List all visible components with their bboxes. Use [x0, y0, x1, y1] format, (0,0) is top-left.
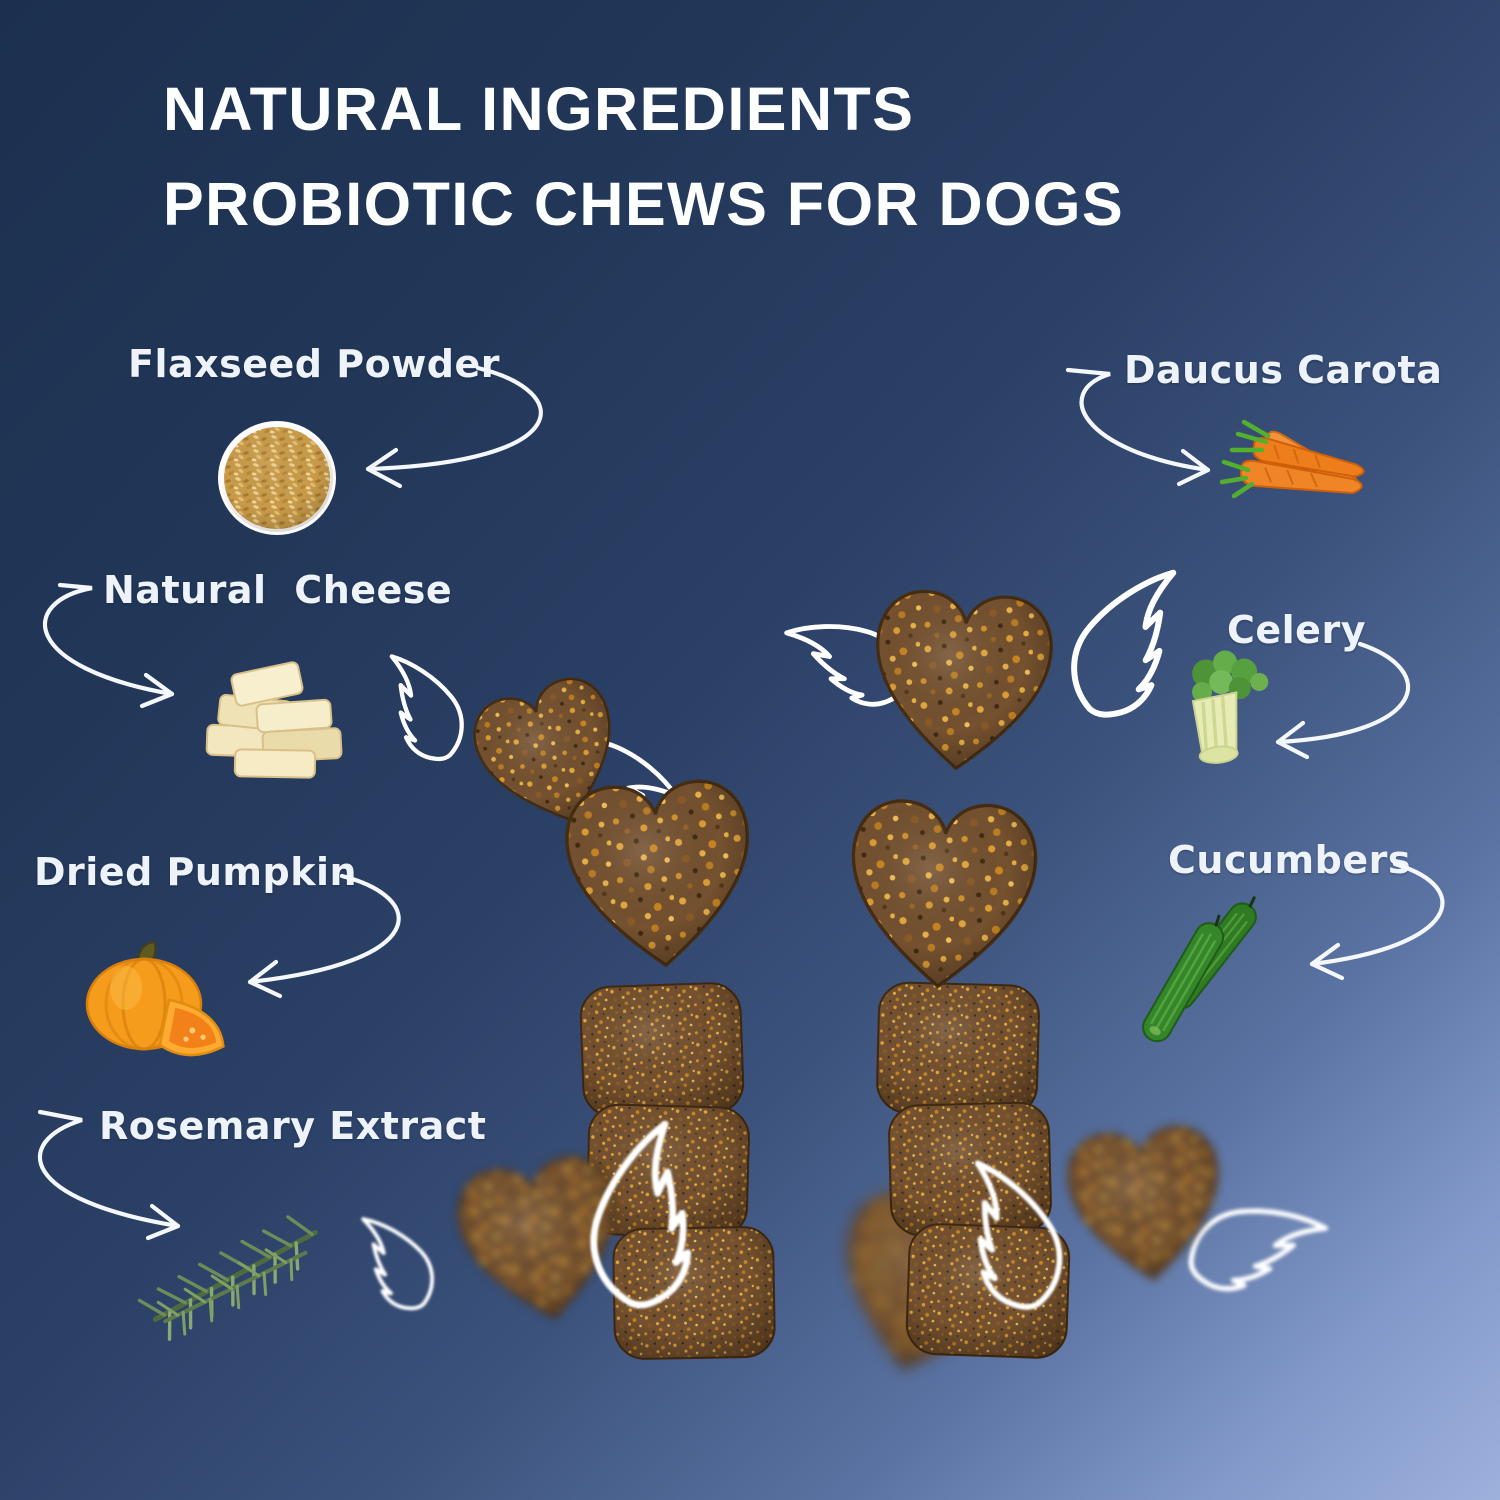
pumpkin-image	[85, 940, 225, 1057]
wing-icon	[355, 652, 480, 769]
chew-stack-left	[563, 778, 777, 1361]
arrow-celery	[1275, 641, 1411, 760]
arrow-carrot	[1065, 367, 1211, 487]
arrow-cucumber	[1309, 861, 1445, 981]
heart-chew	[847, 799, 1039, 991]
heart-chew	[869, 588, 1054, 774]
arrow-pumpkin	[247, 873, 401, 999]
arrow-flaxseed	[365, 365, 543, 489]
ingredient-label-celery: Celery	[1227, 608, 1366, 652]
ingredient-label-flaxseed: Flaxseed Powder	[128, 342, 501, 386]
arrow-rosemary	[37, 1109, 181, 1241]
ingredient-label-cheese: Natural Cheese	[103, 568, 453, 612]
wing-icon	[332, 1212, 451, 1319]
square-chew	[875, 980, 1041, 1118]
square-chew	[578, 981, 746, 1119]
carrots-image	[1219, 419, 1365, 499]
arrow-cheese	[42, 582, 175, 709]
wing-icon	[1187, 1199, 1327, 1304]
flaxseed-bowl-image	[218, 421, 336, 535]
page-title: NATURAL INGREDIENTS PROBIOTIC CHEWS FOR …	[163, 62, 1124, 252]
ingredient-label-rosemary: Rosemary Extract	[99, 1104, 487, 1148]
chew-stacks	[452, 588, 1228, 1388]
square-chew	[887, 1100, 1053, 1238]
title-line-1: NATURAL INGREDIENTS	[163, 75, 915, 143]
heart-chew-blurred	[1065, 1123, 1228, 1286]
heart-chew-blurred	[452, 1151, 631, 1331]
ingredient-label-carrot: Daucus Carota	[1124, 348, 1443, 392]
callout-arrows	[37, 365, 1445, 1241]
cucumbers-image	[1142, 896, 1257, 1043]
rosemary-sprig-image	[137, 1215, 318, 1341]
celery-image	[1191, 650, 1269, 764]
ingredient-label-cucumber: Cucumbers	[1168, 838, 1411, 882]
square-chew	[611, 1225, 777, 1361]
ingredient-label-pumpkin: Dried Pumpkin	[34, 850, 358, 894]
heart-chew	[563, 778, 756, 972]
title-line-2: PROBIOTIC CHEWS FOR DOGS	[163, 170, 1125, 238]
cheese-stack-image	[205, 661, 343, 779]
